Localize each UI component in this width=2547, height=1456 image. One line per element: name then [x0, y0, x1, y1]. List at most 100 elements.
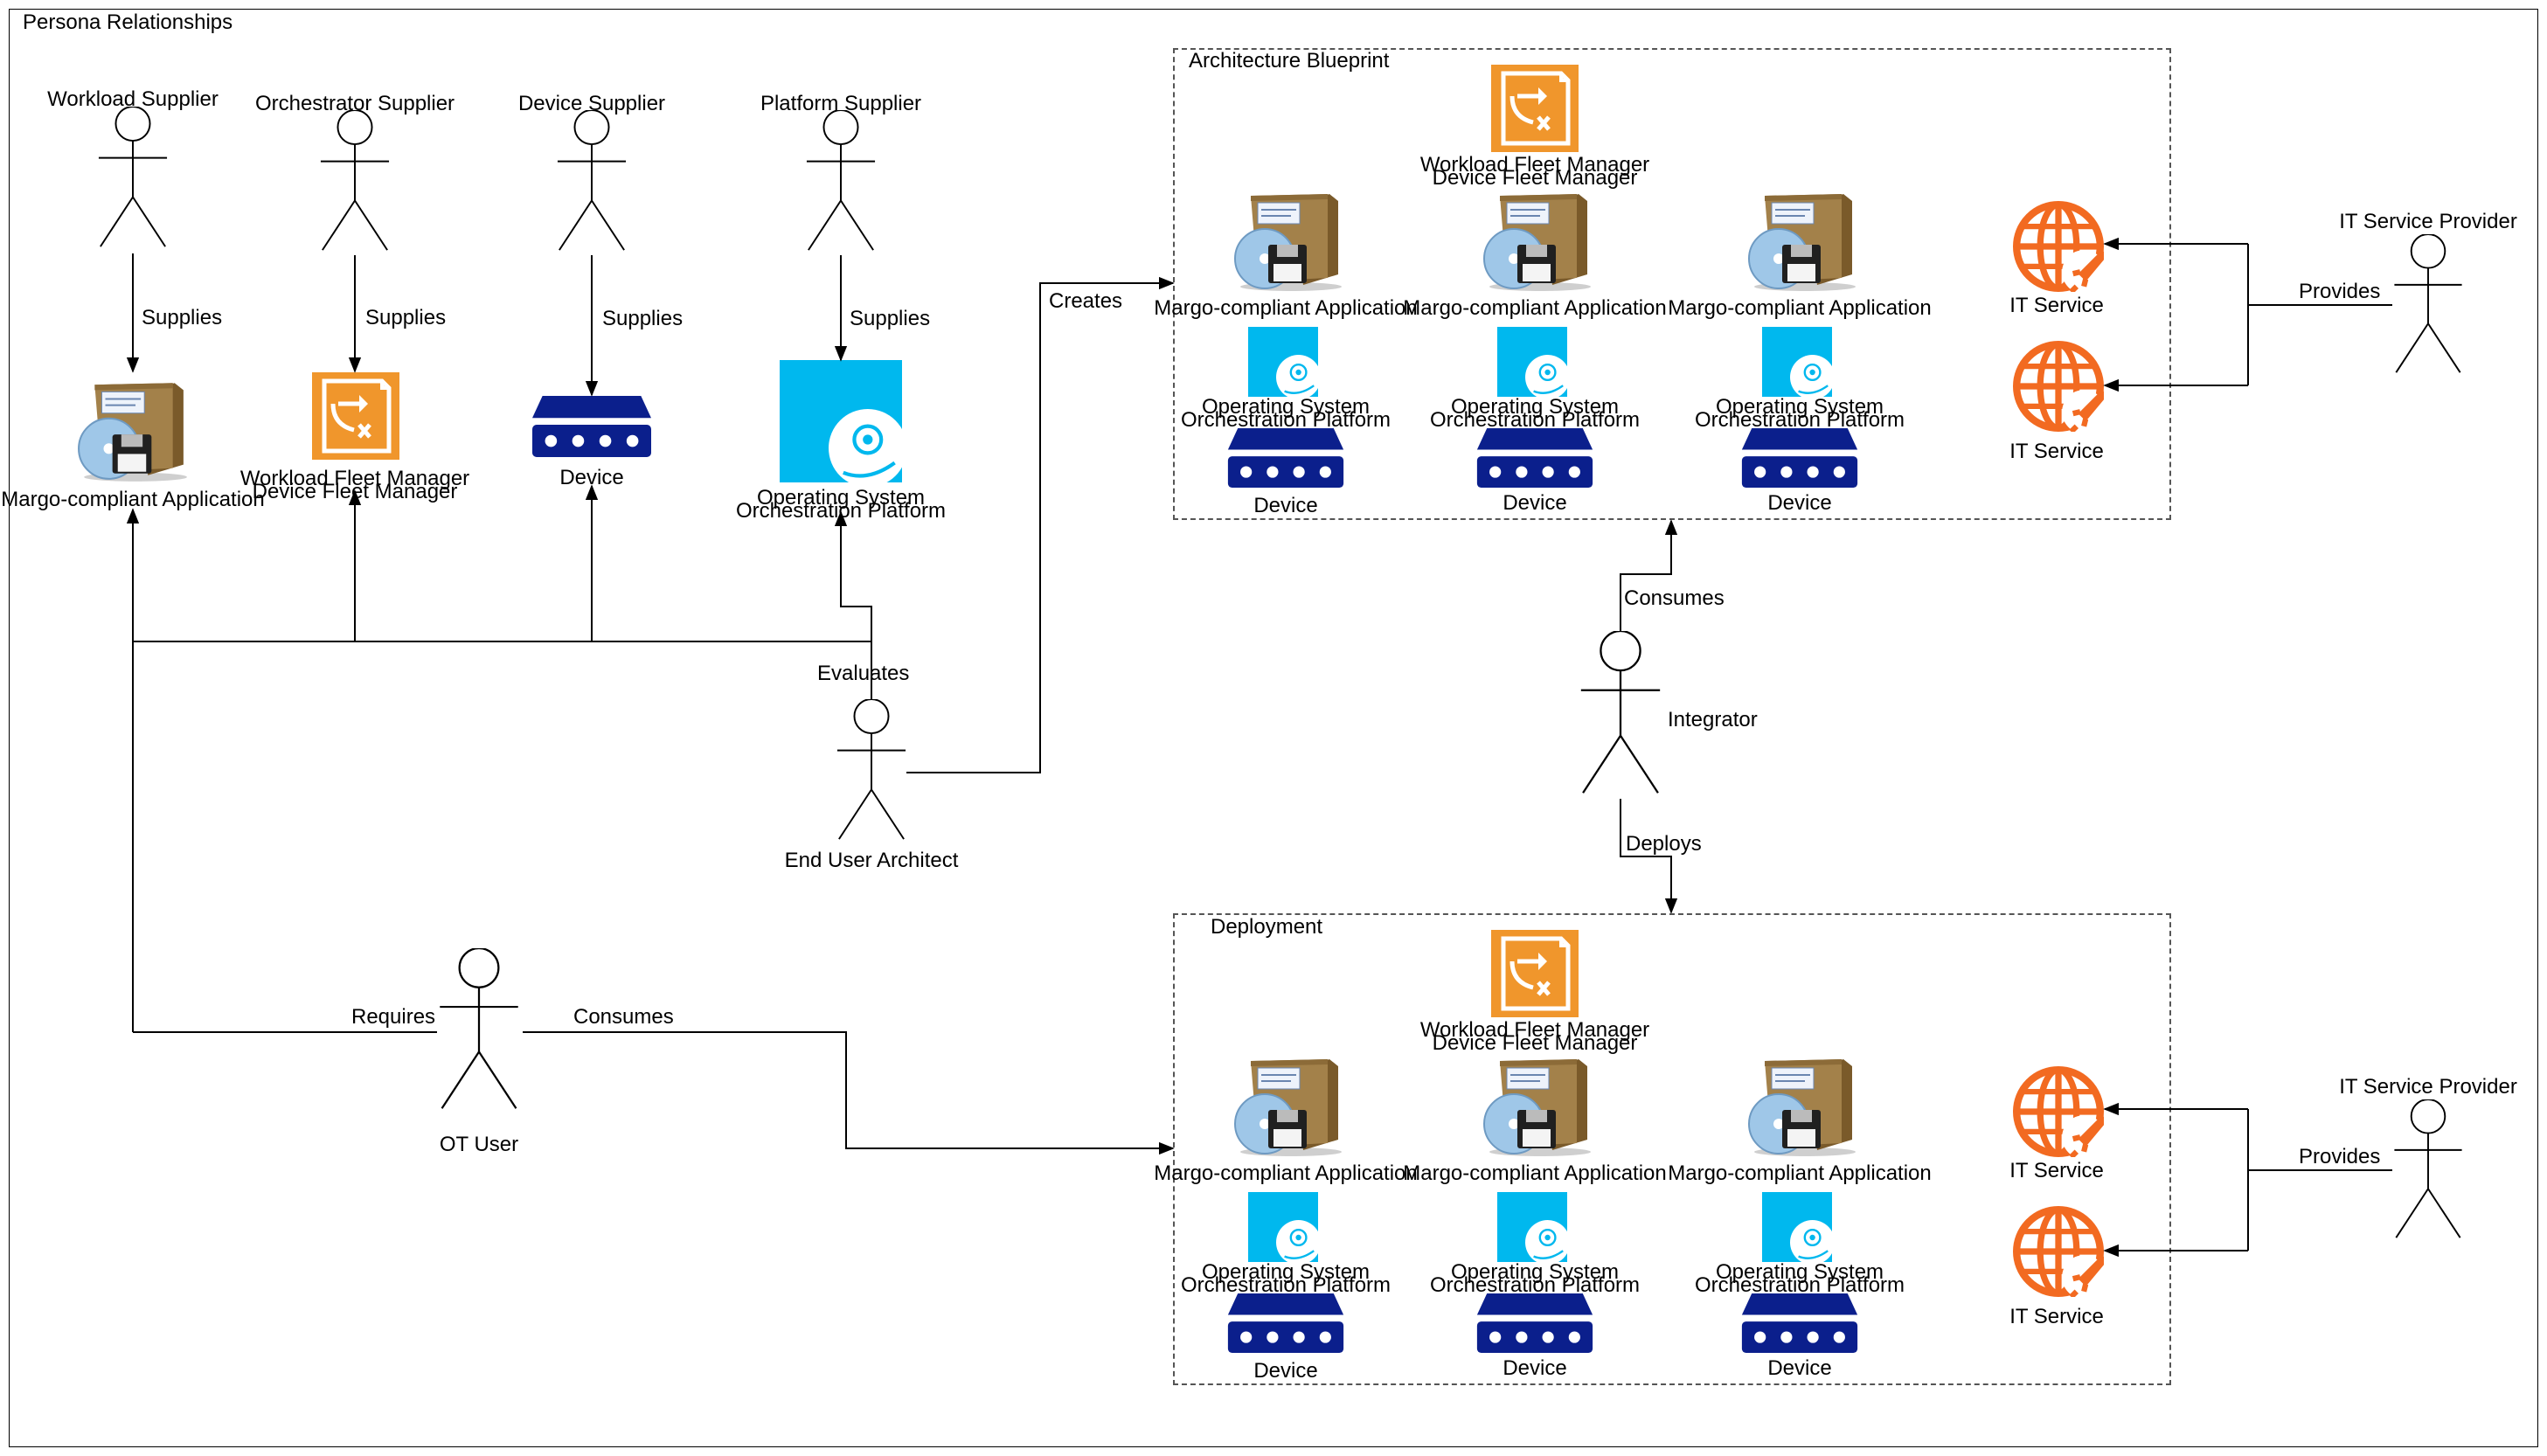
blueprint-os-label-line2-3: Orchestration Platform	[1694, 408, 1905, 432]
fleet-manager-icon[interactable]	[312, 372, 399, 460]
deployment-device-label-3: Device	[1767, 1356, 1832, 1380]
deployment-os-label-line1-2: Operating System	[1450, 1260, 1620, 1284]
deployment-fleet-manager-icon[interactable]	[1491, 930, 1579, 1017]
deployment-software-box-icon-1[interactable]	[1234, 1058, 1343, 1157]
supplies-label-3: Supplies	[602, 307, 684, 330]
os-label-line2: Orchestration Platform	[735, 499, 947, 523]
blueprint-device-icon-3[interactable]	[1741, 428, 1858, 488]
orchestrator-supplier-figure[interactable]	[320, 110, 390, 252]
deploys-edge[interactable]	[1620, 799, 1678, 914]
deployment-os-label-line2-3: Orchestration Platform	[1694, 1273, 1905, 1297]
blueprint-fleet-manager-icon[interactable]	[1491, 65, 1579, 152]
evaluates-app-edge[interactable]	[126, 508, 871, 642]
creates-edge[interactable]	[906, 276, 1175, 773]
deployment-it-service-label-1: IT Service	[2009, 1159, 2104, 1182]
device-supplier-figure[interactable]	[557, 110, 627, 252]
evaluates-os-edge[interactable]	[834, 510, 872, 699]
architecture-blueprint-title: Architecture Blueprint	[1189, 49, 1390, 73]
software-box-icon[interactable]	[78, 382, 188, 482]
deployment-device-icon-3[interactable]	[1741, 1293, 1858, 1353]
blueprint-os-label-line1-2: Operating System	[1450, 395, 1620, 419]
blueprint-os-label-line2-2: Orchestration Platform	[1429, 408, 1641, 432]
blueprint-device-label-2: Device	[1503, 491, 1567, 515]
blueprint-app-label-1: Margo-compliant Application	[1154, 296, 1418, 320]
requires-label: Requires	[351, 1005, 436, 1029]
consumes-integrator-label: Consumes	[1624, 586, 1725, 610]
blueprint-it-service-label-2: IT Service	[2009, 440, 2104, 463]
end-user-architect-figure[interactable]	[836, 699, 906, 841]
deployment-app-label-1: Margo-compliant Application	[1154, 1161, 1418, 1185]
platform-supplier-figure[interactable]	[806, 110, 876, 252]
device-icon[interactable]	[532, 396, 651, 457]
workload-supplier-label: Workload Supplier	[47, 87, 219, 111]
deployment-os-label-line1-3: Operating System	[1715, 1260, 1884, 1284]
blueprint-device-label-1: Device	[1253, 494, 1318, 517]
workload-supplier-figure[interactable]	[98, 107, 168, 248]
consumes-blueprint-edge[interactable]	[1620, 519, 1678, 631]
deployment-it-service-provider-figure[interactable]	[2393, 1099, 2463, 1239]
wfm-label-line2: Device Fleet Manager	[252, 480, 458, 503]
blueprint-os-platform-icon-3[interactable]	[1761, 327, 1835, 399]
supplies-label-4: Supplies	[850, 307, 931, 330]
blueprint-it-service-label-1: IT Service	[2009, 294, 2104, 317]
blueprint-app-label-3: Margo-compliant Application	[1668, 296, 1932, 320]
creates-label: Creates	[1049, 289, 1123, 313]
blueprint-software-box-icon-1[interactable]	[1234, 193, 1343, 292]
blueprint-it-service-provider-figure[interactable]	[2393, 234, 2463, 374]
outer-frame	[9, 9, 2538, 1447]
orchestrator-supplier-label: Orchestrator Supplier	[254, 92, 455, 115]
blueprint-os-platform-icon-2[interactable]	[1496, 327, 1570, 399]
device-label: Device	[559, 466, 624, 489]
integrator-label: Integrator	[1668, 708, 1758, 731]
wfm-label-line1: Workload Fleet Manager	[239, 467, 470, 490]
deployment-wfm-label-line2: Device Fleet Manager	[1432, 1031, 1638, 1055]
deployment-device-icon-2[interactable]	[1476, 1293, 1593, 1353]
blueprint-it-service-provider-label: IT Service Provider	[2339, 210, 2517, 233]
deployment-globe-rocket-icon-2[interactable]	[2016, 1210, 2106, 1299]
device-supplier-label: Device Supplier	[517, 92, 666, 115]
os-platform-icon[interactable]	[780, 360, 907, 488]
supplies-label-2: Supplies	[365, 306, 447, 329]
blueprint-os-platform-icon-1[interactable]	[1247, 327, 1321, 399]
blueprint-os-label-line2-1: Orchestration Platform	[1180, 408, 1391, 432]
integrator-figure[interactable]	[1579, 631, 1662, 794]
deployment-os-platform-icon-1[interactable]	[1247, 1192, 1321, 1265]
ot-user-figure[interactable]	[439, 948, 519, 1110]
blueprint-globe-rocket-icon-1[interactable]	[2016, 205, 2106, 294]
deployment-title: Deployment	[1211, 915, 1323, 939]
deployment-software-box-icon-2[interactable]	[1483, 1058, 1592, 1157]
deployment-device-icon-1[interactable]	[1227, 1293, 1344, 1353]
deployment-it-service-provider-label: IT Service Provider	[2339, 1075, 2517, 1099]
blueprint-device-label-3: Device	[1767, 491, 1832, 515]
blueprint-os-label-line1-1: Operating System	[1201, 395, 1371, 419]
consumes-deployment-edge[interactable]	[523, 1031, 1175, 1155]
deployment-os-platform-icon-3[interactable]	[1761, 1192, 1835, 1265]
deployment-os-label-line2-1: Orchestration Platform	[1180, 1273, 1391, 1297]
blueprint-wfm-label-line1: Workload Fleet Manager	[1419, 153, 1650, 177]
consumes-ot-label: Consumes	[573, 1005, 674, 1029]
deploys-label: Deploys	[1626, 832, 1702, 856]
deployment-wfm-label-line1: Workload Fleet Manager	[1419, 1018, 1650, 1042]
evaluates-label: Evaluates	[817, 662, 910, 685]
deployment-device-label-1: Device	[1253, 1359, 1318, 1383]
end-user-architect-label: End User Architect	[784, 849, 959, 872]
blueprint-globe-rocket-icon-2[interactable]	[2016, 344, 2106, 433]
deployment-it-service-label-2: IT Service	[2009, 1305, 2104, 1328]
blueprint-os-label-line1-3: Operating System	[1715, 395, 1884, 419]
deployment-os-label-line1-1: Operating System	[1201, 1260, 1371, 1284]
outer-frame-title: Persona Relationships	[23, 10, 233, 34]
blueprint-device-icon-2[interactable]	[1476, 428, 1593, 488]
deployment-app-label-3: Margo-compliant Application	[1668, 1161, 1932, 1185]
deployment-app-label-2: Margo-compliant Application	[1403, 1161, 1667, 1185]
blueprint-app-label-2: Margo-compliant Application	[1403, 296, 1667, 320]
ot-user-label: OT User	[439, 1133, 519, 1156]
deployment-software-box-icon-3[interactable]	[1748, 1058, 1856, 1157]
blueprint-device-icon-1[interactable]	[1227, 428, 1344, 488]
deployment-os-label-line2-2: Orchestration Platform	[1429, 1273, 1641, 1297]
deployment-os-platform-icon-2[interactable]	[1496, 1192, 1570, 1265]
blueprint-software-box-icon-3[interactable]	[1748, 193, 1856, 292]
blueprint-software-box-icon-2[interactable]	[1483, 193, 1592, 292]
deployment-globe-rocket-icon-1[interactable]	[2016, 1070, 2106, 1159]
app-label: Margo-compliant Application	[1, 488, 265, 511]
os-label-line1: Operating System	[756, 486, 926, 510]
